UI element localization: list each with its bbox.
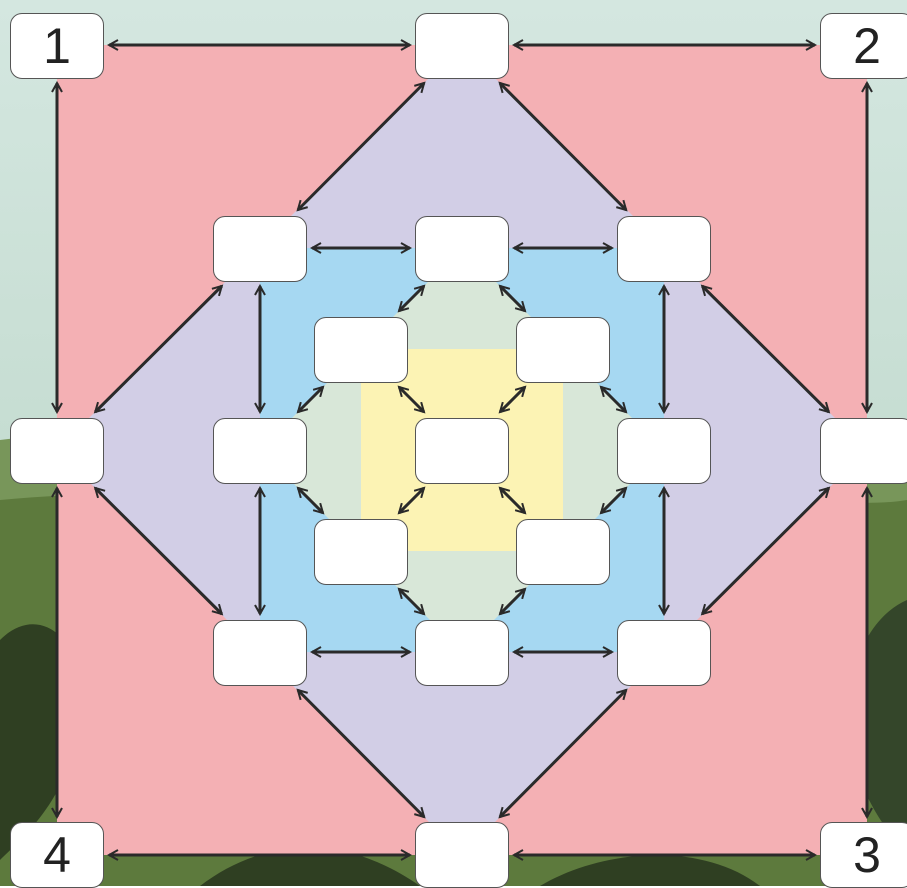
node-ring2-right[interactable] <box>617 418 711 484</box>
node-top-mid[interactable] <box>415 13 509 79</box>
node-ring1-top-left[interactable] <box>314 317 408 383</box>
node-ring1-bottom-right[interactable] <box>516 519 610 585</box>
node-right-mid[interactable] <box>820 418 907 484</box>
node-corner-1[interactable]: 1 <box>10 13 104 79</box>
node-left-mid[interactable] <box>10 418 104 484</box>
corner-label-1: 1 <box>43 21 71 71</box>
node-bottom-mid[interactable] <box>415 822 509 888</box>
node-ring2-bottom-right[interactable] <box>617 620 711 686</box>
corner-label-3: 3 <box>853 830 881 880</box>
node-ring2-top[interactable] <box>415 216 509 282</box>
node-ring1-bottom-left[interactable] <box>314 519 408 585</box>
node-ring2-top-right[interactable] <box>617 216 711 282</box>
node-center[interactable] <box>415 418 509 484</box>
corner-label-4: 4 <box>43 830 71 880</box>
corner-label-2: 2 <box>853 21 881 71</box>
node-corner-4[interactable]: 4 <box>10 822 104 888</box>
node-corner-2[interactable]: 2 <box>820 13 907 79</box>
node-corner-3[interactable]: 3 <box>820 822 907 888</box>
node-ring2-bottom-left[interactable] <box>213 620 307 686</box>
node-ring2-bottom[interactable] <box>415 620 509 686</box>
node-ring2-left[interactable] <box>213 418 307 484</box>
node-ring2-top-left[interactable] <box>213 216 307 282</box>
node-ring1-top-right[interactable] <box>516 317 610 383</box>
